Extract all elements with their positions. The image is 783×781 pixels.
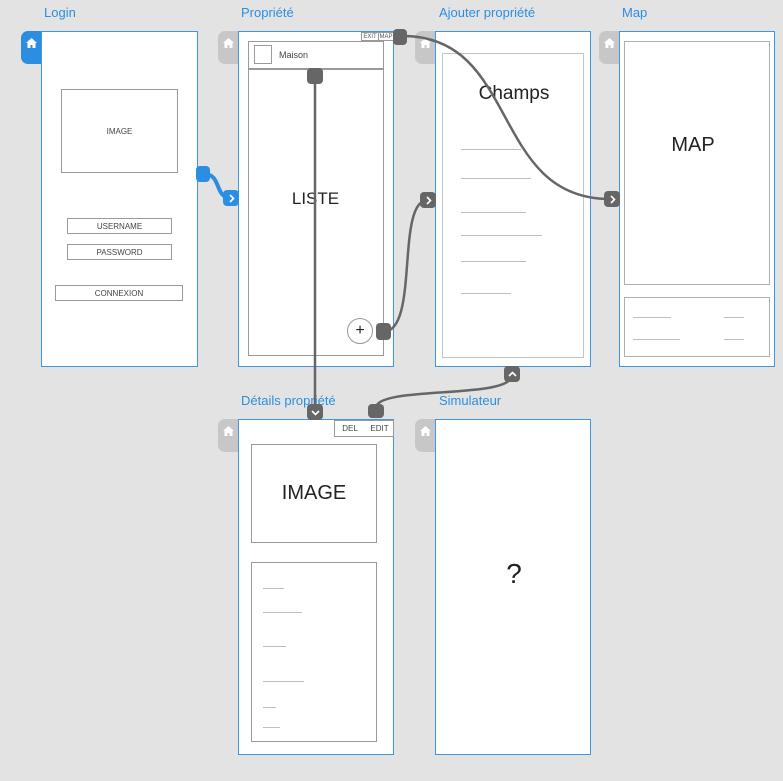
map-info-panel (624, 297, 770, 357)
chevron-right-icon (228, 193, 235, 203)
propriete-topbar: EXIT MAP (361, 32, 394, 41)
chevron-right-icon (609, 194, 616, 204)
connector-anchor (393, 29, 407, 45)
screen-title-map: Map (622, 5, 648, 20)
login-image-label: IMAGE (106, 126, 133, 136)
chevron-down-icon (310, 409, 320, 416)
info-line (633, 317, 671, 318)
artboard-ajouter[interactable]: Champs (435, 31, 591, 367)
home-tab-propriete[interactable] (218, 31, 238, 64)
home-icon (419, 38, 431, 48)
details-info-box (251, 562, 377, 742)
connector-anchor (196, 166, 210, 182)
simulateur-question: ? (506, 558, 522, 589)
home-tab-details[interactable] (218, 419, 238, 452)
field-line (461, 212, 526, 213)
liste-area (248, 69, 384, 356)
login-image-placeholder: IMAGE (61, 89, 178, 173)
details-image-placeholder: IMAGE (251, 444, 377, 543)
maison-label: Maison (279, 50, 309, 60)
info-line (633, 339, 680, 340)
username-field[interactable]: USERNAME (67, 218, 172, 234)
field-line (461, 261, 526, 262)
info-line (263, 727, 280, 728)
add-button[interactable]: + (347, 318, 373, 344)
screen-title-login: Login (44, 5, 76, 20)
password-field[interactable]: PASSWORD (67, 244, 172, 260)
info-line (263, 612, 302, 613)
info-line (724, 339, 744, 340)
screen-title-ajouter: Ajouter propriété (439, 5, 536, 20)
artboard-details[interactable]: DEL EDIT IMAGE (238, 419, 394, 755)
password-label: PASSWORD (96, 247, 143, 257)
map-label: MAP (671, 134, 715, 156)
nav-target-details[interactable] (307, 404, 323, 420)
nav-target-map[interactable] (604, 191, 620, 207)
champs-label: Champs (478, 83, 550, 104)
nav-target-propriete[interactable] (223, 190, 239, 206)
info-line (263, 646, 286, 647)
maison-list-item[interactable]: Maison (248, 41, 384, 69)
screen-title-simulateur: Simulateur (439, 393, 502, 408)
home-tab-simulateur[interactable] (415, 419, 435, 452)
chevron-up-icon (507, 370, 517, 377)
home-tab-login[interactable] (21, 31, 41, 64)
field-line (461, 235, 542, 236)
info-line (263, 681, 304, 682)
home-icon (222, 426, 234, 436)
details-toolbar: DEL EDIT (334, 420, 394, 437)
map-area (624, 41, 770, 285)
home-tab-map[interactable] (599, 31, 619, 64)
nav-target-ajouter-bottom[interactable] (504, 366, 520, 382)
liste-label: LISTE (291, 189, 340, 208)
artboard-propriete[interactable]: EXIT MAP Maison LISTE + (238, 31, 394, 367)
exit-button[interactable]: EXIT (362, 33, 379, 41)
screen-title-propriete: Propriété (241, 5, 294, 20)
artboard-login[interactable]: IMAGE USERNAME PASSWORD CONNEXION (41, 31, 198, 367)
map-button[interactable]: MAP (379, 34, 393, 40)
details-image-label: IMAGE (281, 482, 347, 504)
home-icon (25, 38, 37, 48)
field-line (461, 178, 531, 179)
del-button[interactable]: DEL (342, 424, 358, 433)
connexion-label: CONNEXION (94, 288, 144, 298)
home-icon (419, 426, 431, 436)
maison-thumbnail (254, 45, 272, 64)
info-line (724, 317, 744, 318)
field-line (461, 149, 521, 150)
info-line (263, 588, 284, 589)
connector-anchor (368, 404, 384, 418)
artboard-map[interactable]: MAP (619, 31, 775, 367)
home-icon (603, 38, 615, 48)
connexion-button[interactable]: CONNEXION (55, 285, 183, 301)
field-line (461, 293, 511, 294)
info-line (263, 707, 276, 708)
home-icon (222, 38, 234, 48)
edit-button[interactable]: EDIT (370, 424, 389, 433)
home-tab-ajouter[interactable] (415, 31, 435, 64)
chevron-right-icon (425, 195, 432, 205)
username-label: USERNAME (96, 221, 143, 231)
nav-target-ajouter[interactable] (420, 192, 436, 208)
artboard-simulateur[interactable]: ? (435, 419, 591, 755)
